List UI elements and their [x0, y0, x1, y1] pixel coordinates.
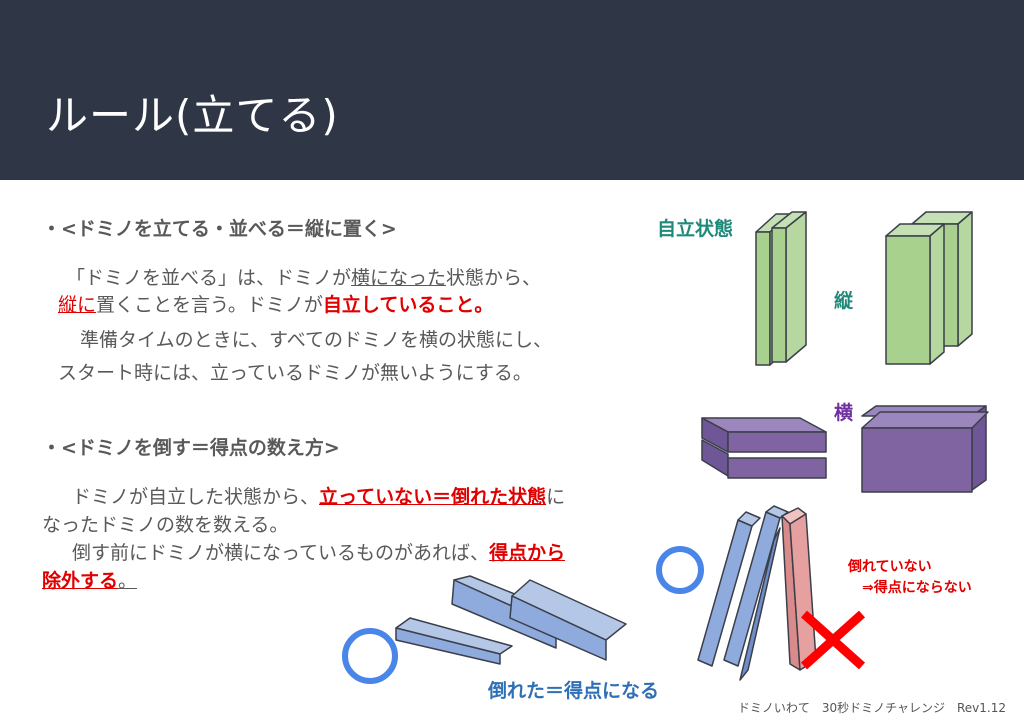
section2-line4: 除外する。: [42, 566, 137, 593]
section1-line1: 「ドミノを並べる」は、ドミノが横になった状態から、: [66, 263, 541, 290]
label-standing: 自立状態: [657, 218, 734, 240]
standing-domino-thin: [755, 211, 807, 366]
section1-line3: 準備タイムのときに、すべてのドミノを横の状態にし、: [80, 329, 552, 351]
label-vertical: 縦: [834, 290, 854, 312]
section2-heading: ・<ドミノを倒す＝得点の数え方>: [42, 437, 340, 459]
section1-line2-a: 縦に: [58, 294, 97, 316]
circle-mark-icon: [656, 546, 704, 594]
tilted-domino: [697, 505, 789, 681]
section2-line3: 倒す前にドミノが横になっているものがあれば、得点から: [72, 538, 565, 565]
footer-text: ドミノいわて 30秒ドミノチャレンジ Rev1.12: [737, 701, 1006, 715]
circle-mark-icon: [342, 628, 398, 684]
horizontal-domino-side: [861, 405, 989, 493]
section1-line1-b: 状態から、: [446, 267, 542, 289]
section1-line2: 縦に置くことを言う。ドミノが自立していること。: [58, 290, 493, 317]
section1-line1-underline: 横になった: [351, 267, 447, 289]
section2-line4-a: 除外する: [42, 570, 119, 592]
label-fallen-scores: 倒れた＝得点になる: [488, 680, 660, 702]
section1-line2-b: 置くことを言う。ドミノが: [96, 294, 323, 316]
section1-heading: ・<ドミノを立てる・並べる＝縦に置く>: [42, 218, 397, 240]
section2-line1-a: ドミノが自立した状態から、: [72, 486, 320, 508]
cross-mark-icon: [800, 610, 866, 670]
fallen-domino-flat: [395, 575, 627, 665]
label-no-score: ⇒得点にならない: [862, 580, 972, 596]
section2-line1: ドミノが自立した状態から、立っていない＝倒れた状態に: [72, 482, 565, 509]
section1-line2-c: 自立していること。: [322, 294, 494, 316]
section2-line4-b: 。: [118, 570, 138, 592]
section2-line1-c: に: [546, 486, 566, 508]
section2-line3-a: 倒す前にドミノが横になっているものがあれば、: [72, 542, 490, 564]
standing-domino-wide: [885, 211, 973, 365]
section2-line1-b: 立っていない＝倒れた状態: [319, 486, 547, 508]
horizontal-domino-flat: [701, 417, 827, 479]
not-fallen-domino: [781, 507, 817, 671]
label-not-fallen: 倒れていない: [848, 559, 932, 575]
header-bar: [0, 0, 1024, 180]
section2-line2: なったドミノの数を数える。: [42, 514, 289, 536]
label-horizontal: 横: [834, 402, 854, 424]
section1-line4: スタート時には、立っているドミノが無いようにする。: [58, 362, 532, 384]
page-title: ルール(立てる): [46, 91, 339, 140]
section1-line1-a: 「ドミノを並べる」は、ドミノが: [66, 267, 352, 289]
section2-line3-b: 得点から: [489, 542, 566, 564]
